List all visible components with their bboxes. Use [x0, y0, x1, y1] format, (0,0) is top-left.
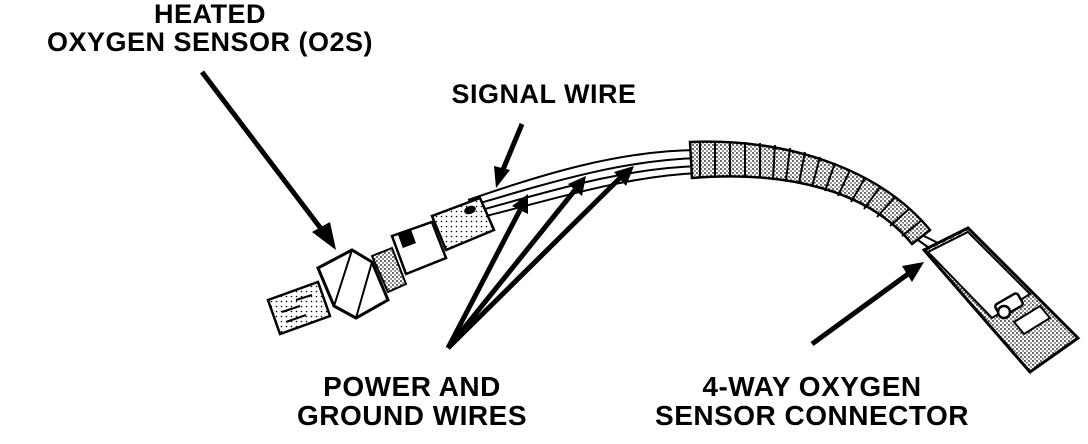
- sensor-threads: [370, 246, 408, 294]
- label-power-ground-wires: POWER AND GROUND WIRES: [262, 372, 562, 431]
- sensor-boot: [430, 196, 496, 252]
- label-sensor-connector: 4-WAY OXYGEN SENSOR CONNECTOR: [612, 372, 1012, 431]
- wire-bundle: [467, 149, 701, 219]
- label-o2s-line2: OXYGEN SENSOR (O2S): [46, 27, 374, 58]
- label-signal-text: SIGNAL WIRE: [451, 79, 637, 109]
- arrow-o2s: [200, 70, 324, 232]
- label-connector-line2: SENSOR CONNECTOR: [655, 400, 969, 432]
- wire-3: [473, 165, 701, 213]
- oxygen-sensor: [266, 196, 496, 336]
- wire-1: [467, 149, 701, 201]
- wire-4: [477, 172, 701, 219]
- connector-top-face: [926, 230, 1032, 320]
- arrow-signal-wire: [499, 123, 525, 173]
- connector-latch: [994, 292, 1052, 336]
- callout-arrows: [200, 70, 924, 350]
- arrow-connector: [810, 271, 910, 347]
- coiled-harness: [688, 140, 932, 246]
- label-heated-oxygen-sensor: HEATED OXYGEN SENSOR (O2S): [0, 0, 420, 57]
- harness-body: [688, 140, 932, 246]
- arrow-power-3: [446, 176, 622, 350]
- oxygen-sensor-connector: [921, 226, 1081, 375]
- harness-coils: [699, 141, 923, 237]
- wire-2: [469, 157, 701, 207]
- sensor-probe: [266, 280, 332, 336]
- label-o2s-line1: HEATED: [153, 0, 266, 29]
- arrow-power-2: [446, 188, 577, 350]
- label-connector-line1: 4-WAY OXYGEN: [702, 371, 922, 402]
- arrow-power-1: [445, 208, 523, 350]
- label-power-line1: POWER AND: [323, 371, 501, 402]
- label-signal-wire: SIGNAL WIRE: [424, 79, 664, 109]
- label-power-line2: GROUND WIRES: [297, 400, 527, 432]
